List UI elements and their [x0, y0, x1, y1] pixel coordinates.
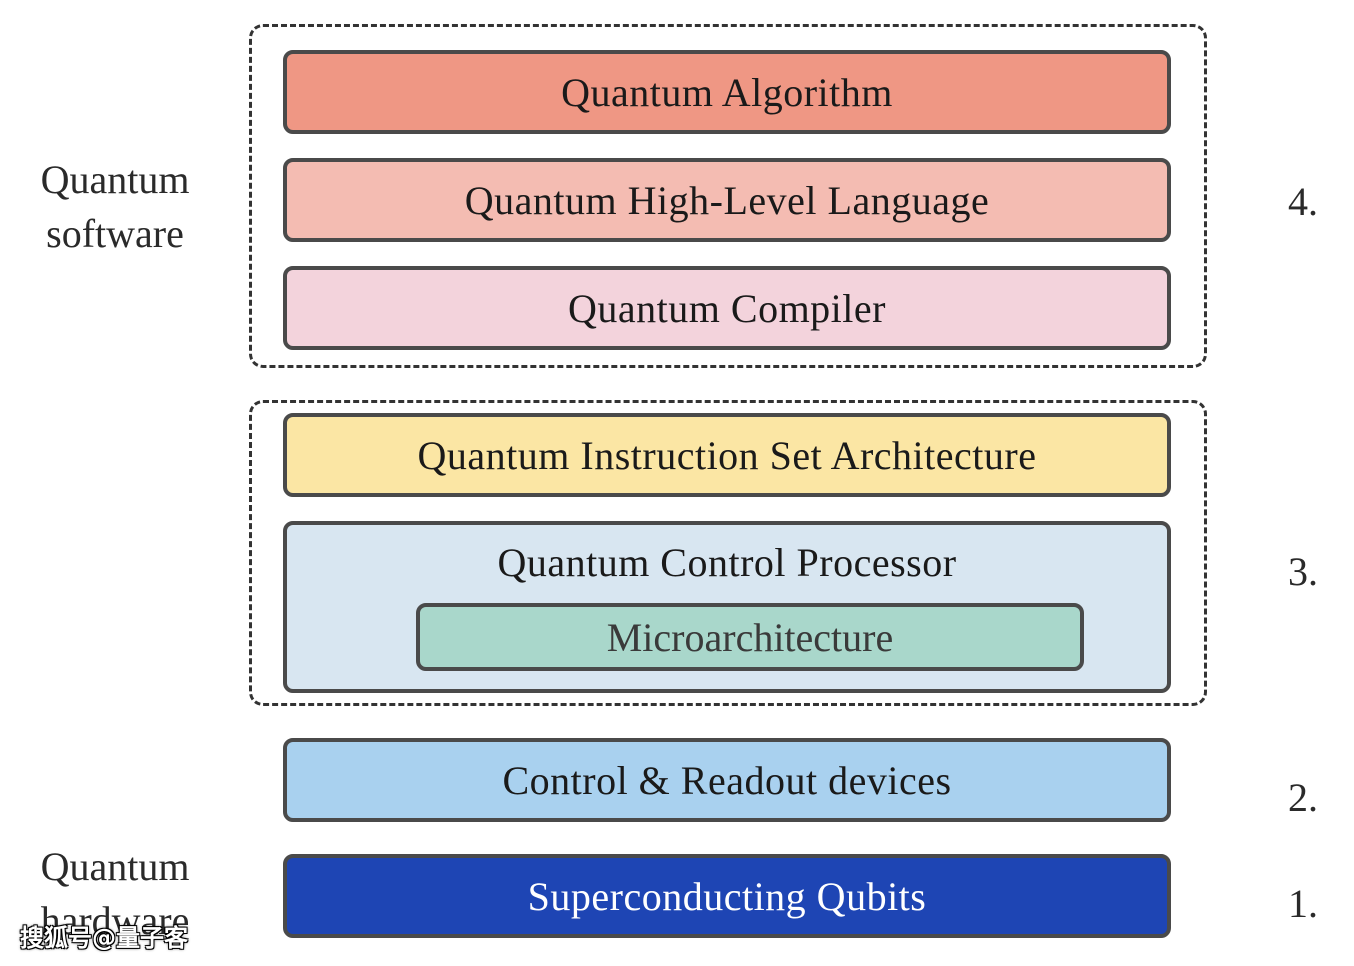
software-group-box	[249, 24, 1207, 368]
quantum-software-label: Quantum software	[20, 153, 210, 261]
quantum-high-level-language-layer: Quantum High-Level Language	[283, 158, 1171, 242]
isa-group-box	[249, 400, 1207, 706]
quantum-isa-text: Quantum Instruction Set Architecture	[417, 432, 1037, 478]
quantum-compiler-layer: Quantum Compiler	[283, 266, 1171, 350]
quantum-high-level-language-text: Quantum High-Level Language	[464, 177, 990, 223]
quantum-algorithm-layer: Quantum Algorithm	[283, 50, 1171, 134]
level-1-number: 1.	[1288, 881, 1318, 926]
microarchitecture-layer: Microarchitecture	[416, 603, 1084, 671]
software-label-line2: software	[46, 211, 184, 256]
control-readout-layer: Control & Readout devices	[283, 738, 1171, 822]
level-4-number: 4.	[1288, 179, 1318, 224]
level-3-number: 3.	[1288, 549, 1318, 594]
quantum-hardware-label: Quantum hardware	[20, 840, 210, 948]
quantum-isa-layer: Quantum Instruction Set Architecture	[283, 413, 1171, 497]
quantum-compiler-text: Quantum Compiler	[568, 285, 886, 331]
superconducting-qubits-layer: Superconducting Qubits	[283, 854, 1171, 938]
level-2-number: 2.	[1288, 775, 1318, 820]
hardware-label-line2: hardware	[40, 898, 190, 943]
quantum-control-processor-text: Quantum Control Processor	[497, 540, 957, 585]
control-readout-text: Control & Readout devices	[502, 757, 952, 803]
superconducting-qubits-text: Superconducting Qubits	[527, 873, 927, 919]
microarchitecture-text: Microarchitecture	[606, 614, 894, 660]
quantum-algorithm-text: Quantum Algorithm	[561, 69, 893, 115]
software-label-line1: Quantum	[40, 157, 190, 202]
watermark-text: 搜狐号@量子客	[20, 924, 188, 952]
hardware-label-line1: Quantum	[40, 844, 190, 889]
